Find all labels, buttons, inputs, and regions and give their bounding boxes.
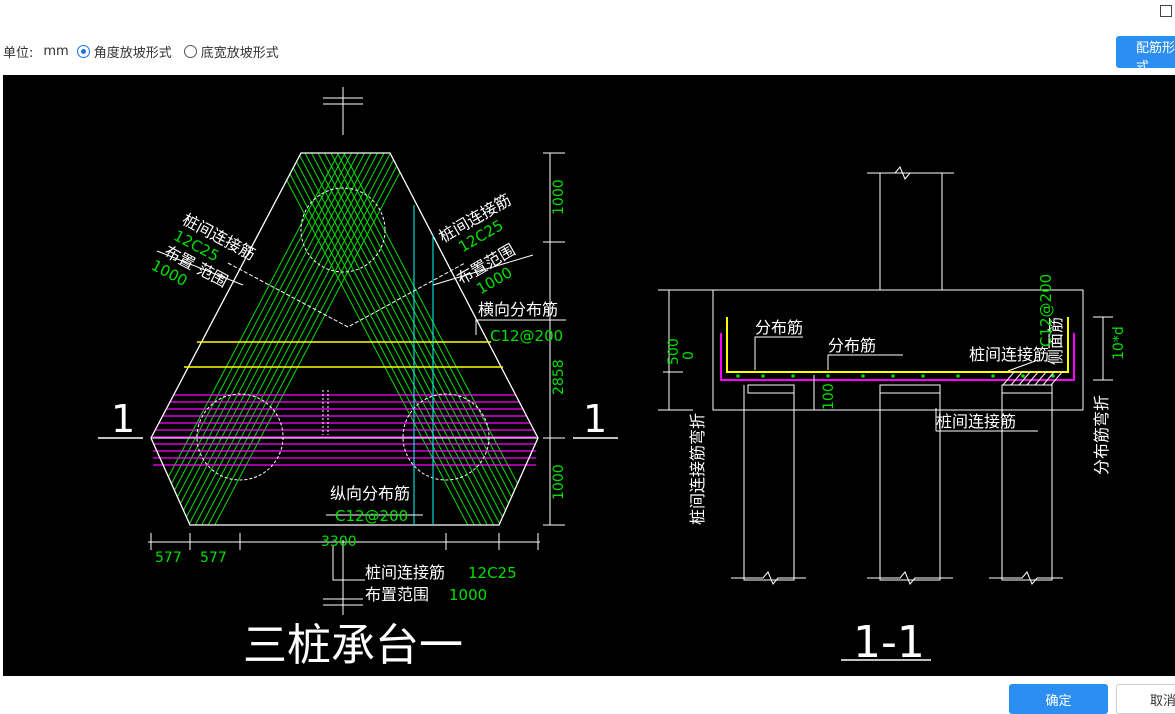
- transverse-spec: C12@200: [490, 327, 563, 345]
- section-dist-label-1: 分布筋: [755, 318, 803, 337]
- dim-0: 0: [681, 351, 697, 360]
- section-view: 500 0 100 10*d 分布筋 分布筋 桩间连接筋 桩间连接筋 侧面筋 C…: [658, 166, 1127, 668]
- top-right-checkbox[interactable]: [1160, 5, 1172, 17]
- cad-drawing: 1 1 1000 2858 1000 577 577 3300 桩间连接筋 12…: [98, 87, 1127, 671]
- cancel-button[interactable]: 取消: [1116, 684, 1175, 714]
- cad-drawing-canvas: 1 1 1000 2858 1000 577 577 3300 桩间连接筋 12…: [3, 75, 1175, 676]
- plan-title: 三桩承台一: [243, 620, 463, 671]
- radio-bottom-width-slope-label: 底宽放坡形式: [200, 45, 279, 61]
- dim-total: 3300: [321, 534, 357, 550]
- section-dist-bend: 分布筋弯折: [1092, 395, 1111, 475]
- radio-bottom-width-slope-icon[interactable]: [183, 44, 197, 58]
- radio-bottom-width-slope[interactable]: 底宽放坡形式: [183, 42, 279, 61]
- longitudinal-label: 纵向分布筋: [330, 484, 410, 503]
- section-mark-right: 1: [583, 397, 607, 441]
- section-title: 1-1: [853, 617, 925, 668]
- dim-w2: 577: [200, 550, 227, 566]
- section-dist-label-2: 分布筋: [828, 336, 876, 355]
- bottom-conn-label: 桩间连接筋: [365, 563, 445, 582]
- ok-button[interactable]: 确定: [1009, 684, 1108, 714]
- section-mark-left: 1: [111, 397, 135, 441]
- dim-500: 500: [666, 338, 682, 365]
- radio-angle-slope-icon[interactable]: [76, 44, 90, 58]
- section-cap: [712, 289, 1084, 411]
- unit-label: 单位:: [3, 45, 34, 61]
- dim-100: 100: [821, 383, 837, 410]
- section-dist-rebar: [726, 317, 1069, 373]
- radio-angle-slope[interactable]: 角度放坡形式: [76, 42, 172, 61]
- dim-w1: 577: [155, 550, 182, 566]
- dim-top: 1000: [551, 179, 567, 215]
- section-conn-label-2: 桩间连接筋: [936, 412, 1016, 431]
- unit-value: mm: [43, 43, 69, 59]
- pile-right: [402, 393, 490, 481]
- dim-bot: 1000: [551, 464, 567, 500]
- pile-top: [300, 187, 386, 273]
- bottom-conn-spec: 12C25: [468, 564, 517, 582]
- section-side-spec: C12@200: [1037, 274, 1055, 347]
- section-conn-label-1: 桩间连接筋: [969, 345, 1049, 364]
- dim-mid: 2858: [551, 359, 567, 395]
- magenta-rebars: [153, 394, 536, 466]
- toolbar: 单位: mm 角度放坡形式 底宽放坡形式: [0, 38, 291, 64]
- plan-view: 1 1 1000 2858 1000 577 577 3300 桩间连接筋 12…: [98, 87, 618, 671]
- transverse-label: 横向分布筋: [478, 300, 558, 319]
- longitudinal-spec: C12@200: [335, 507, 408, 525]
- radio-angle-slope-label: 角度放坡形式: [93, 45, 172, 61]
- section-conn-bend: 桩间连接筋弯折: [688, 413, 707, 525]
- dim-10d: 10*d: [1111, 326, 1127, 360]
- pile-left: [196, 393, 284, 481]
- bottom-range-label: 布置范围: [365, 585, 429, 604]
- section-side-label: 侧面筋: [1046, 317, 1065, 365]
- green-rebar-bands: [151, 153, 538, 525]
- bottom-range-spec: 1000: [449, 586, 487, 604]
- rebar-form-button[interactable]: 配筋形式: [1116, 36, 1175, 75]
- section-main-rebar: [720, 333, 1075, 381]
